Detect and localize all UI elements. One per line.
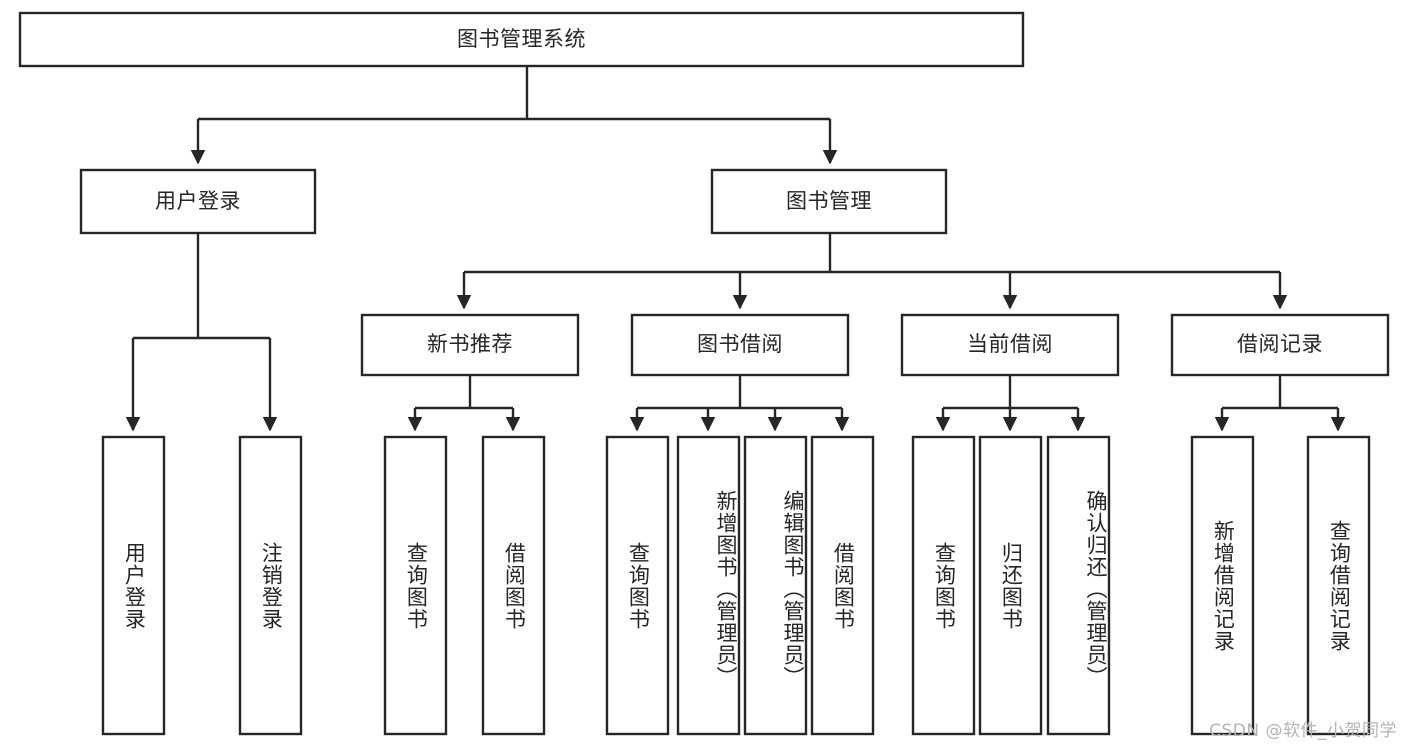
node-user-login-box[interactable]: [79, 168, 317, 235]
node-current-borrow-box[interactable]: [900, 313, 1120, 377]
leaf-box[interactable]: [383, 435, 448, 736]
leaf-box[interactable]: [911, 435, 976, 736]
node-borrow-record-box[interactable]: [1170, 313, 1390, 377]
leaf-box[interactable]: [1190, 435, 1255, 736]
leaf-box[interactable]: [101, 435, 166, 736]
leaf-box[interactable]: [238, 435, 303, 736]
node-new-book-box[interactable]: [360, 313, 580, 377]
leaf-box[interactable]: [605, 435, 670, 736]
leaf-box[interactable]: [743, 435, 808, 736]
leaf-box[interactable]: [676, 435, 741, 736]
leaf-box[interactable]: [1306, 435, 1371, 736]
leaf-box[interactable]: [1046, 435, 1111, 736]
watermark-text: CSDN @软件_小贺同学: [1209, 721, 1397, 741]
leaf-box[interactable]: [481, 435, 546, 736]
node-book-manage-box[interactable]: [710, 168, 948, 235]
node-root-box[interactable]: [18, 11, 1025, 68]
leaf-box[interactable]: [978, 435, 1043, 736]
node-book-borrow-box[interactable]: [630, 313, 850, 377]
leaf-box[interactable]: [810, 435, 875, 736]
